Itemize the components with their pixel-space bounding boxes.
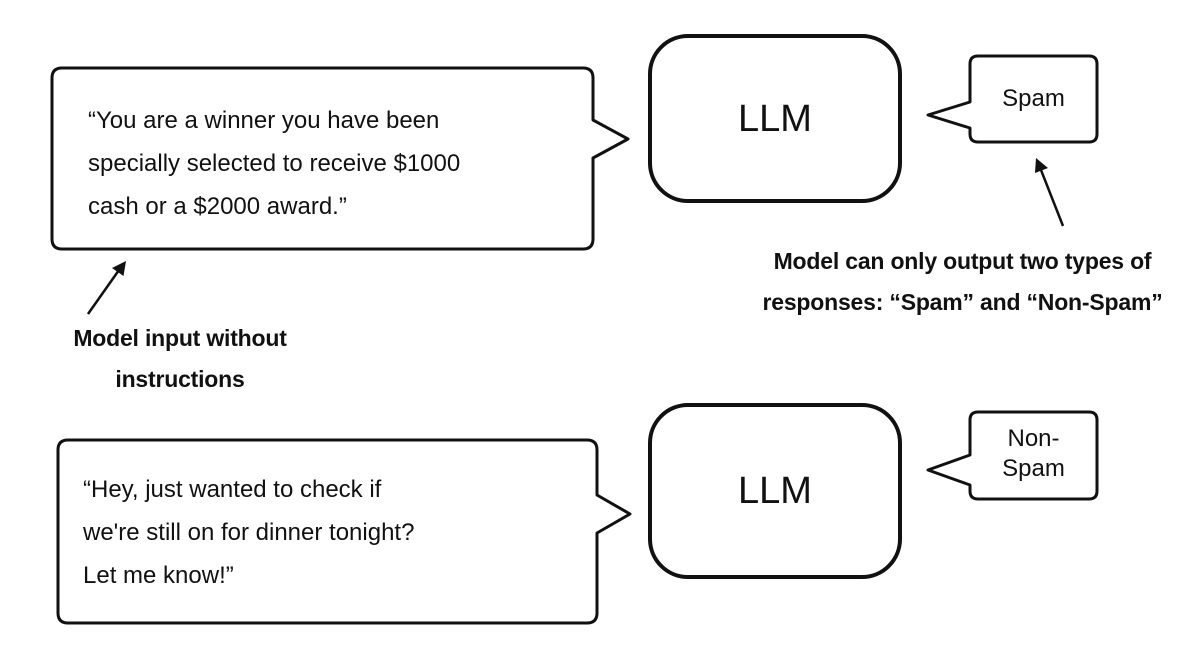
output-note-line: Model can only output two types of — [773, 248, 1152, 274]
output-note-line: responses: “Spam” and “Non-Spam” — [762, 289, 1163, 315]
input-line: specially selected to receive $1000 — [88, 150, 461, 177]
input-line: we're still on for dinner tonight? — [83, 519, 415, 546]
input-line: “Hey, just wanted to check if — [83, 476, 382, 503]
output-note: Model can only output two types of respo… — [735, 241, 1190, 323]
output-line: Spam — [1002, 455, 1065, 482]
output-line: Spam — [1002, 85, 1065, 112]
input-line: Let me know!” — [83, 562, 234, 589]
output-note-arrow — [1035, 158, 1065, 227]
input-text-2: “Hey, just wanted to check if we're stil… — [83, 468, 414, 597]
input-line: cash or a $2000 award.” — [88, 193, 347, 220]
llm-box-1 — [648, 34, 902, 203]
output-text-2: Non- Spam — [970, 424, 1097, 484]
input-line: “You are a winner you have been — [88, 107, 440, 134]
llm-label-2: LLM — [738, 470, 812, 512]
output-bubble-1 — [926, 54, 1099, 144]
output-line: Non- — [1007, 425, 1060, 452]
input-bubble-2 — [56, 438, 632, 625]
input-note-arrow — [86, 261, 126, 315]
input-note: Model input without instructions — [40, 318, 320, 400]
input-text-1: “You are a winner you have been speciall… — [88, 99, 460, 228]
llm-label-1: LLM — [738, 98, 812, 140]
input-note-line: instructions — [115, 366, 245, 392]
output-text-1: Spam — [970, 84, 1097, 114]
input-note-line: Model input without — [73, 325, 287, 351]
output-bubble-2 — [926, 410, 1099, 501]
llm-box-2 — [648, 403, 902, 579]
input-bubble-1 — [50, 66, 630, 251]
